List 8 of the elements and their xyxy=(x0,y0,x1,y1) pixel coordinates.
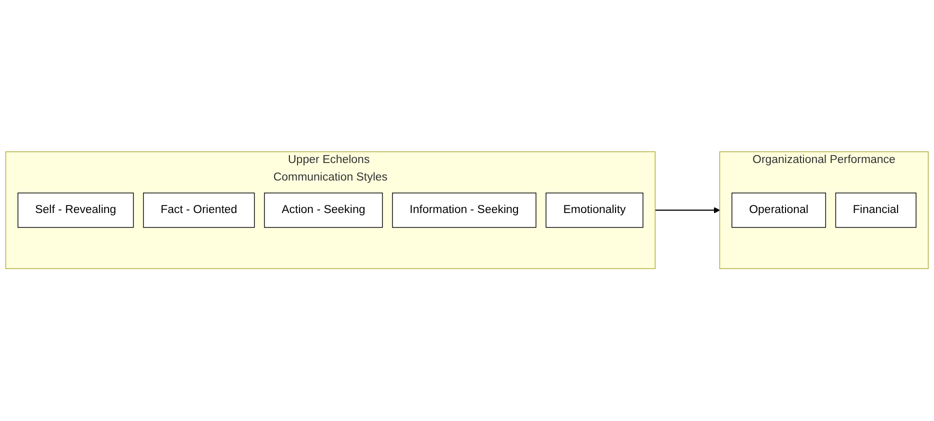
node-box: Operational xyxy=(732,192,826,228)
arrow xyxy=(655,207,720,214)
node-box: Financial xyxy=(835,192,916,228)
node-box: Self - Revealing xyxy=(18,192,134,228)
node-box: Information - Seeking xyxy=(392,192,536,228)
node-box: Action - Seeking xyxy=(264,192,383,228)
node-box: Emotionality xyxy=(546,192,644,228)
node-box: Fact - Oriented xyxy=(143,192,255,228)
